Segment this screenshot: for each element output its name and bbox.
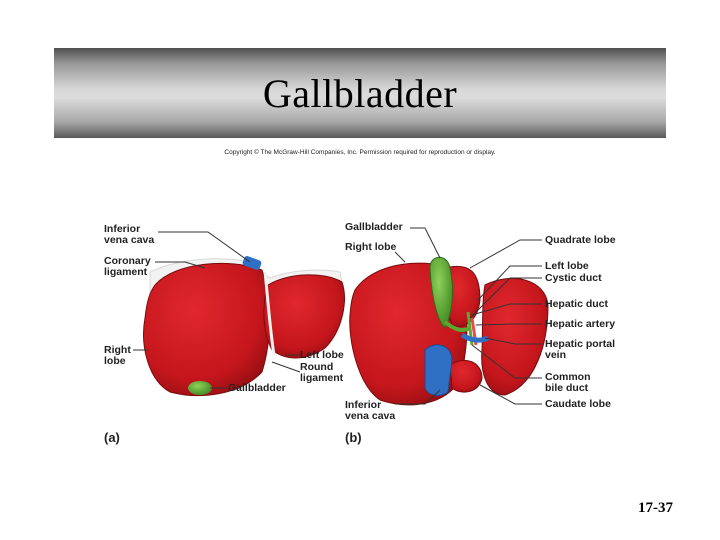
label-b-right-lobe: Right lobe (345, 241, 397, 253)
panel-label-a: (a) (104, 430, 120, 445)
label-a-left-lobe: Left lobe (300, 349, 344, 361)
slide-number: 17-37 (638, 500, 673, 516)
label-b-hepatic-duct: Hepatic duct (545, 298, 609, 310)
left-lobe-a (263, 274, 345, 359)
cystic-duct (443, 320, 471, 332)
label-b-inferior-vena-cava: Inferior vena cava (345, 399, 396, 422)
label-a-round-ligament: Round ligament (300, 361, 344, 384)
label-b-quadrate-lobe: Quadrate lobe (545, 234, 616, 246)
label-b-hepatic-artery: Hepatic artery (545, 318, 616, 330)
figure-b-liver (349, 256, 549, 406)
label-a-gallbladder: Gallbladder (228, 382, 286, 394)
label-b-hepatic-portal-vein: Hepatic portal vein (545, 338, 616, 361)
right-lobe-a (143, 262, 270, 397)
label-a-inferior-vena-cava: Inferior vena cava (104, 223, 155, 246)
figure-a-leaders (133, 231, 301, 389)
label-b-gallbladder: Gallbladder (345, 221, 403, 233)
gallbladder-a (188, 381, 212, 395)
label-b-left-lobe: Left lobe (545, 260, 589, 272)
figure-b-leaders (394, 227, 542, 405)
label-b-common-bile-duct: Common bile duct (545, 371, 591, 394)
label-a-coronary-ligament: Coronary ligament (104, 255, 151, 278)
label-b-cystic-duct: Cystic duct (545, 272, 602, 284)
caudate-lobe (449, 360, 483, 393)
title-bar: Gallbladder (54, 48, 666, 138)
figure-a-liver (143, 256, 346, 397)
copyright-notice: Copyright © The McGraw-Hill Companies, I… (224, 149, 496, 156)
panel-label-b: (b) (345, 430, 362, 445)
hepatic-portal-vein (460, 332, 490, 343)
slide-title: Gallbladder (262, 70, 458, 116)
label-a-right-lobe: Right lobe (104, 344, 131, 367)
gallbladder-b (429, 256, 453, 329)
label-b-caudate-lobe: Caudate lobe (545, 398, 611, 410)
ivc-b (424, 344, 453, 396)
